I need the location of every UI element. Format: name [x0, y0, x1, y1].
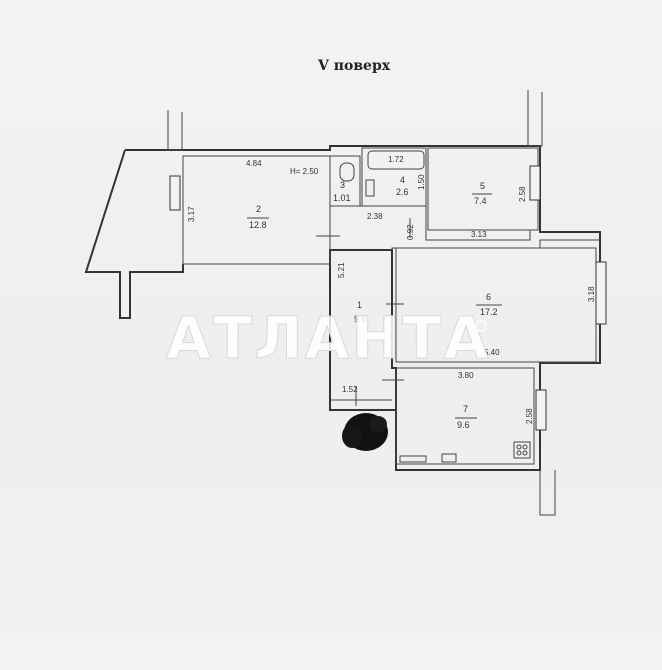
sink-icon	[365, 179, 375, 197]
fixtures	[339, 150, 531, 463]
dim-092: 0.92	[406, 224, 415, 240]
room-7-number: 7	[463, 404, 468, 414]
dim-317: 3.17	[187, 206, 196, 222]
radiator-icon	[399, 455, 427, 463]
room-2-area: 12.8	[249, 220, 267, 230]
room-3-area: 1.01	[333, 193, 351, 203]
room-2-outline	[182, 155, 331, 265]
toilet-icon	[339, 162, 355, 182]
window-room-2	[169, 175, 181, 211]
stove-icon	[513, 441, 531, 459]
dim-521: 5.21	[337, 262, 346, 278]
room-1-area: 9.5	[354, 314, 367, 324]
room-labels: 2 12.8 3 1.01 4 2.6 5 7.4 1 9.5 6 17.2 7…	[247, 175, 502, 430]
room-4-number: 4	[400, 175, 405, 185]
registered-mark-icon	[475, 320, 487, 332]
dim-258-top: 2.58	[518, 186, 527, 202]
floor-title: V поверх	[317, 58, 391, 74]
room-7-area: 9.6	[457, 420, 470, 430]
room-7-outline	[395, 367, 535, 465]
window-room-5	[529, 165, 541, 201]
window-room-7	[535, 389, 547, 431]
window-room-6	[595, 261, 607, 325]
room-4-area: 2.6	[396, 187, 409, 197]
exterior-walls	[84, 90, 601, 516]
room-6-area: 17.2	[480, 307, 498, 317]
room-1-number: 1	[357, 300, 362, 310]
dim-152: 1.52	[342, 385, 358, 394]
room-5-number: 5	[480, 181, 485, 191]
dim-484: 4.84	[246, 159, 262, 168]
dim-313: 3.13	[471, 230, 487, 239]
ink-blot	[342, 413, 388, 451]
dimension-labels: 4.84 Н= 2.50 1.72 1.50 2.58 3.17 2.38 0.…	[187, 155, 596, 424]
dim-238: 2.38	[367, 212, 383, 221]
room-6-number: 6	[486, 292, 491, 302]
dim-540: 5.40	[484, 348, 500, 357]
kitchen-sink-icon	[441, 453, 457, 463]
dim-150: 1.50	[417, 174, 426, 190]
dim-318: 3.18	[587, 286, 596, 302]
room-3-number: 3	[340, 180, 345, 190]
watermark-logo: АТЛАНТА	[166, 304, 491, 372]
dim-172: 1.72	[388, 155, 404, 164]
height-note: Н= 2.50	[290, 167, 319, 176]
dim-380: 3.80	[458, 371, 474, 380]
bathtub-icon	[367, 150, 425, 170]
windows	[169, 165, 607, 431]
room-2-number: 2	[256, 204, 261, 214]
dim-258-bottom: 2.58	[525, 408, 534, 424]
door-marks	[316, 218, 411, 406]
room-5-area: 7.4	[474, 196, 487, 206]
